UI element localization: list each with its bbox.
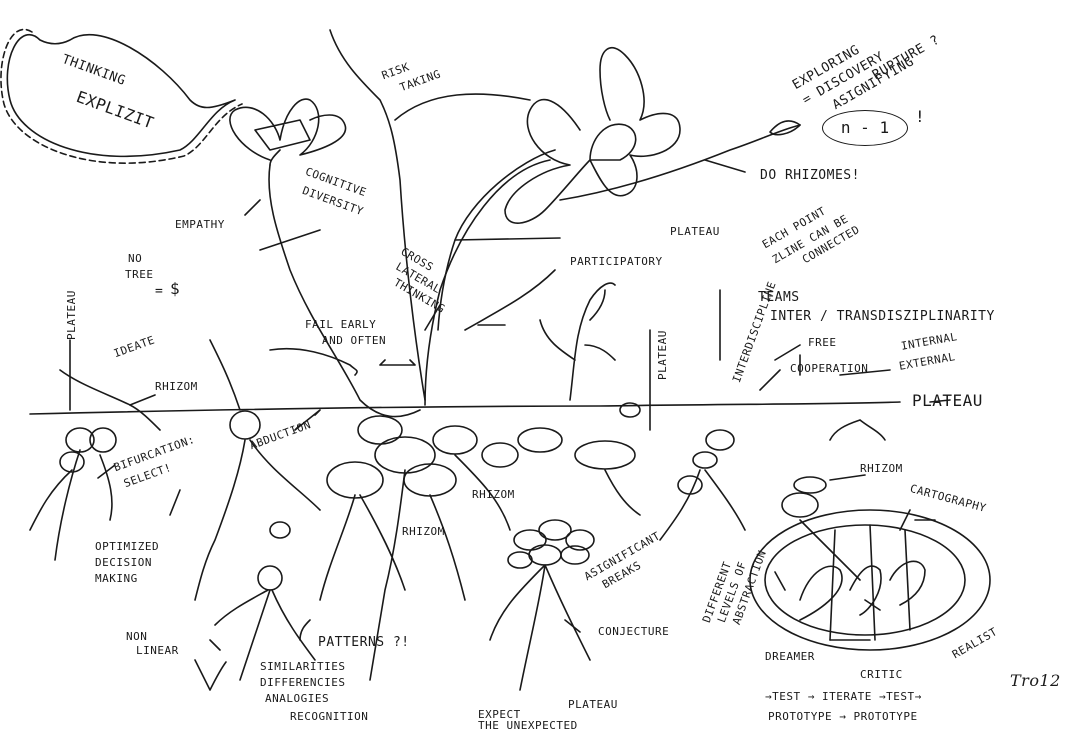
label-cooperation: COOPERATION	[790, 362, 868, 375]
thinking-bubble-dash	[1, 29, 242, 163]
label-dollar: $	[170, 280, 180, 298]
label-participatory: PARTICIPATORY	[570, 255, 663, 268]
participatory-branch	[465, 270, 555, 330]
label-exclaim: !	[915, 108, 925, 126]
label-no: NO	[128, 252, 142, 265]
label-expect-2: THE UNEXPECTED	[478, 720, 578, 731]
label-optimized-2: DECISION	[95, 556, 152, 569]
ideate-stem	[60, 370, 160, 430]
label-recognition: RECOGNITION	[290, 710, 368, 723]
label-plateau-bottom: PLATEAU	[568, 698, 618, 711]
sprout	[540, 283, 615, 400]
label-test-line: →TEST → ITERATE →TEST→	[765, 690, 922, 703]
label-do-rhizomes: DO RHIZOMES!	[760, 168, 860, 183]
label-fail-2: AND OFTEN	[322, 334, 386, 347]
risk-stem-branch	[395, 94, 530, 120]
label-similarities: SIMILARITIES	[260, 660, 345, 673]
n-minus-1-oval: n - 1	[822, 110, 908, 146]
label-optimized-1: OPTIMIZED	[95, 540, 159, 553]
rhizom-sprout-left	[210, 340, 240, 410]
label-plateau-left: PLATEAU	[65, 290, 78, 340]
label-optimized-3: MAKING	[95, 572, 138, 585]
label-rhizom-1: RHIZOM	[155, 380, 198, 393]
label-plateau-right: PLATEAU	[912, 392, 983, 410]
label-plateau-vert: PLATEAU	[656, 330, 669, 380]
label-rhizom-2: RHIZOM	[472, 488, 515, 501]
label-inter-trans: INTER / TRANSDISZIPLINARITY	[770, 309, 995, 324]
label-analogies: ANALOGIES	[265, 692, 329, 705]
right-branch-tip	[770, 121, 800, 135]
label-plateau-mid: PLATEAU	[670, 225, 720, 238]
label-prototype-line: PROTOTYPE → PROTOTYPE	[768, 710, 918, 723]
label-dreamer: DREAMER	[765, 650, 815, 663]
ground-line	[30, 402, 900, 414]
label-rhizom-4: RHIZOM	[860, 462, 903, 475]
left-flower	[230, 99, 346, 165]
signature: Tro12	[1010, 672, 1061, 690]
label-n-minus-1: n - 1	[841, 118, 889, 137]
central-flower	[505, 48, 680, 223]
rhizom-cluster-bottom	[508, 520, 594, 568]
label-free: FREE	[808, 336, 837, 349]
right-branch	[560, 125, 800, 200]
label-non: NON	[126, 630, 147, 643]
label-patterns: PATTERNS ?!	[318, 635, 410, 650]
label-critic: CRITIC	[860, 668, 903, 681]
label-tree: TREE	[125, 268, 154, 281]
label-differencies: DIFFERENCIES	[260, 676, 345, 689]
thinking-bubble	[7, 35, 235, 157]
label-equals: =	[155, 284, 163, 299]
label-empathy: EMPATHY	[175, 218, 225, 231]
label-linear: LINEAR	[136, 644, 179, 657]
cartography-inner	[765, 525, 965, 635]
label-rhizom-3: RHIZOM	[402, 525, 445, 538]
label-conjecture: CONJECTURE	[598, 625, 669, 638]
label-fail-1: FAIL EARLY	[305, 318, 376, 331]
